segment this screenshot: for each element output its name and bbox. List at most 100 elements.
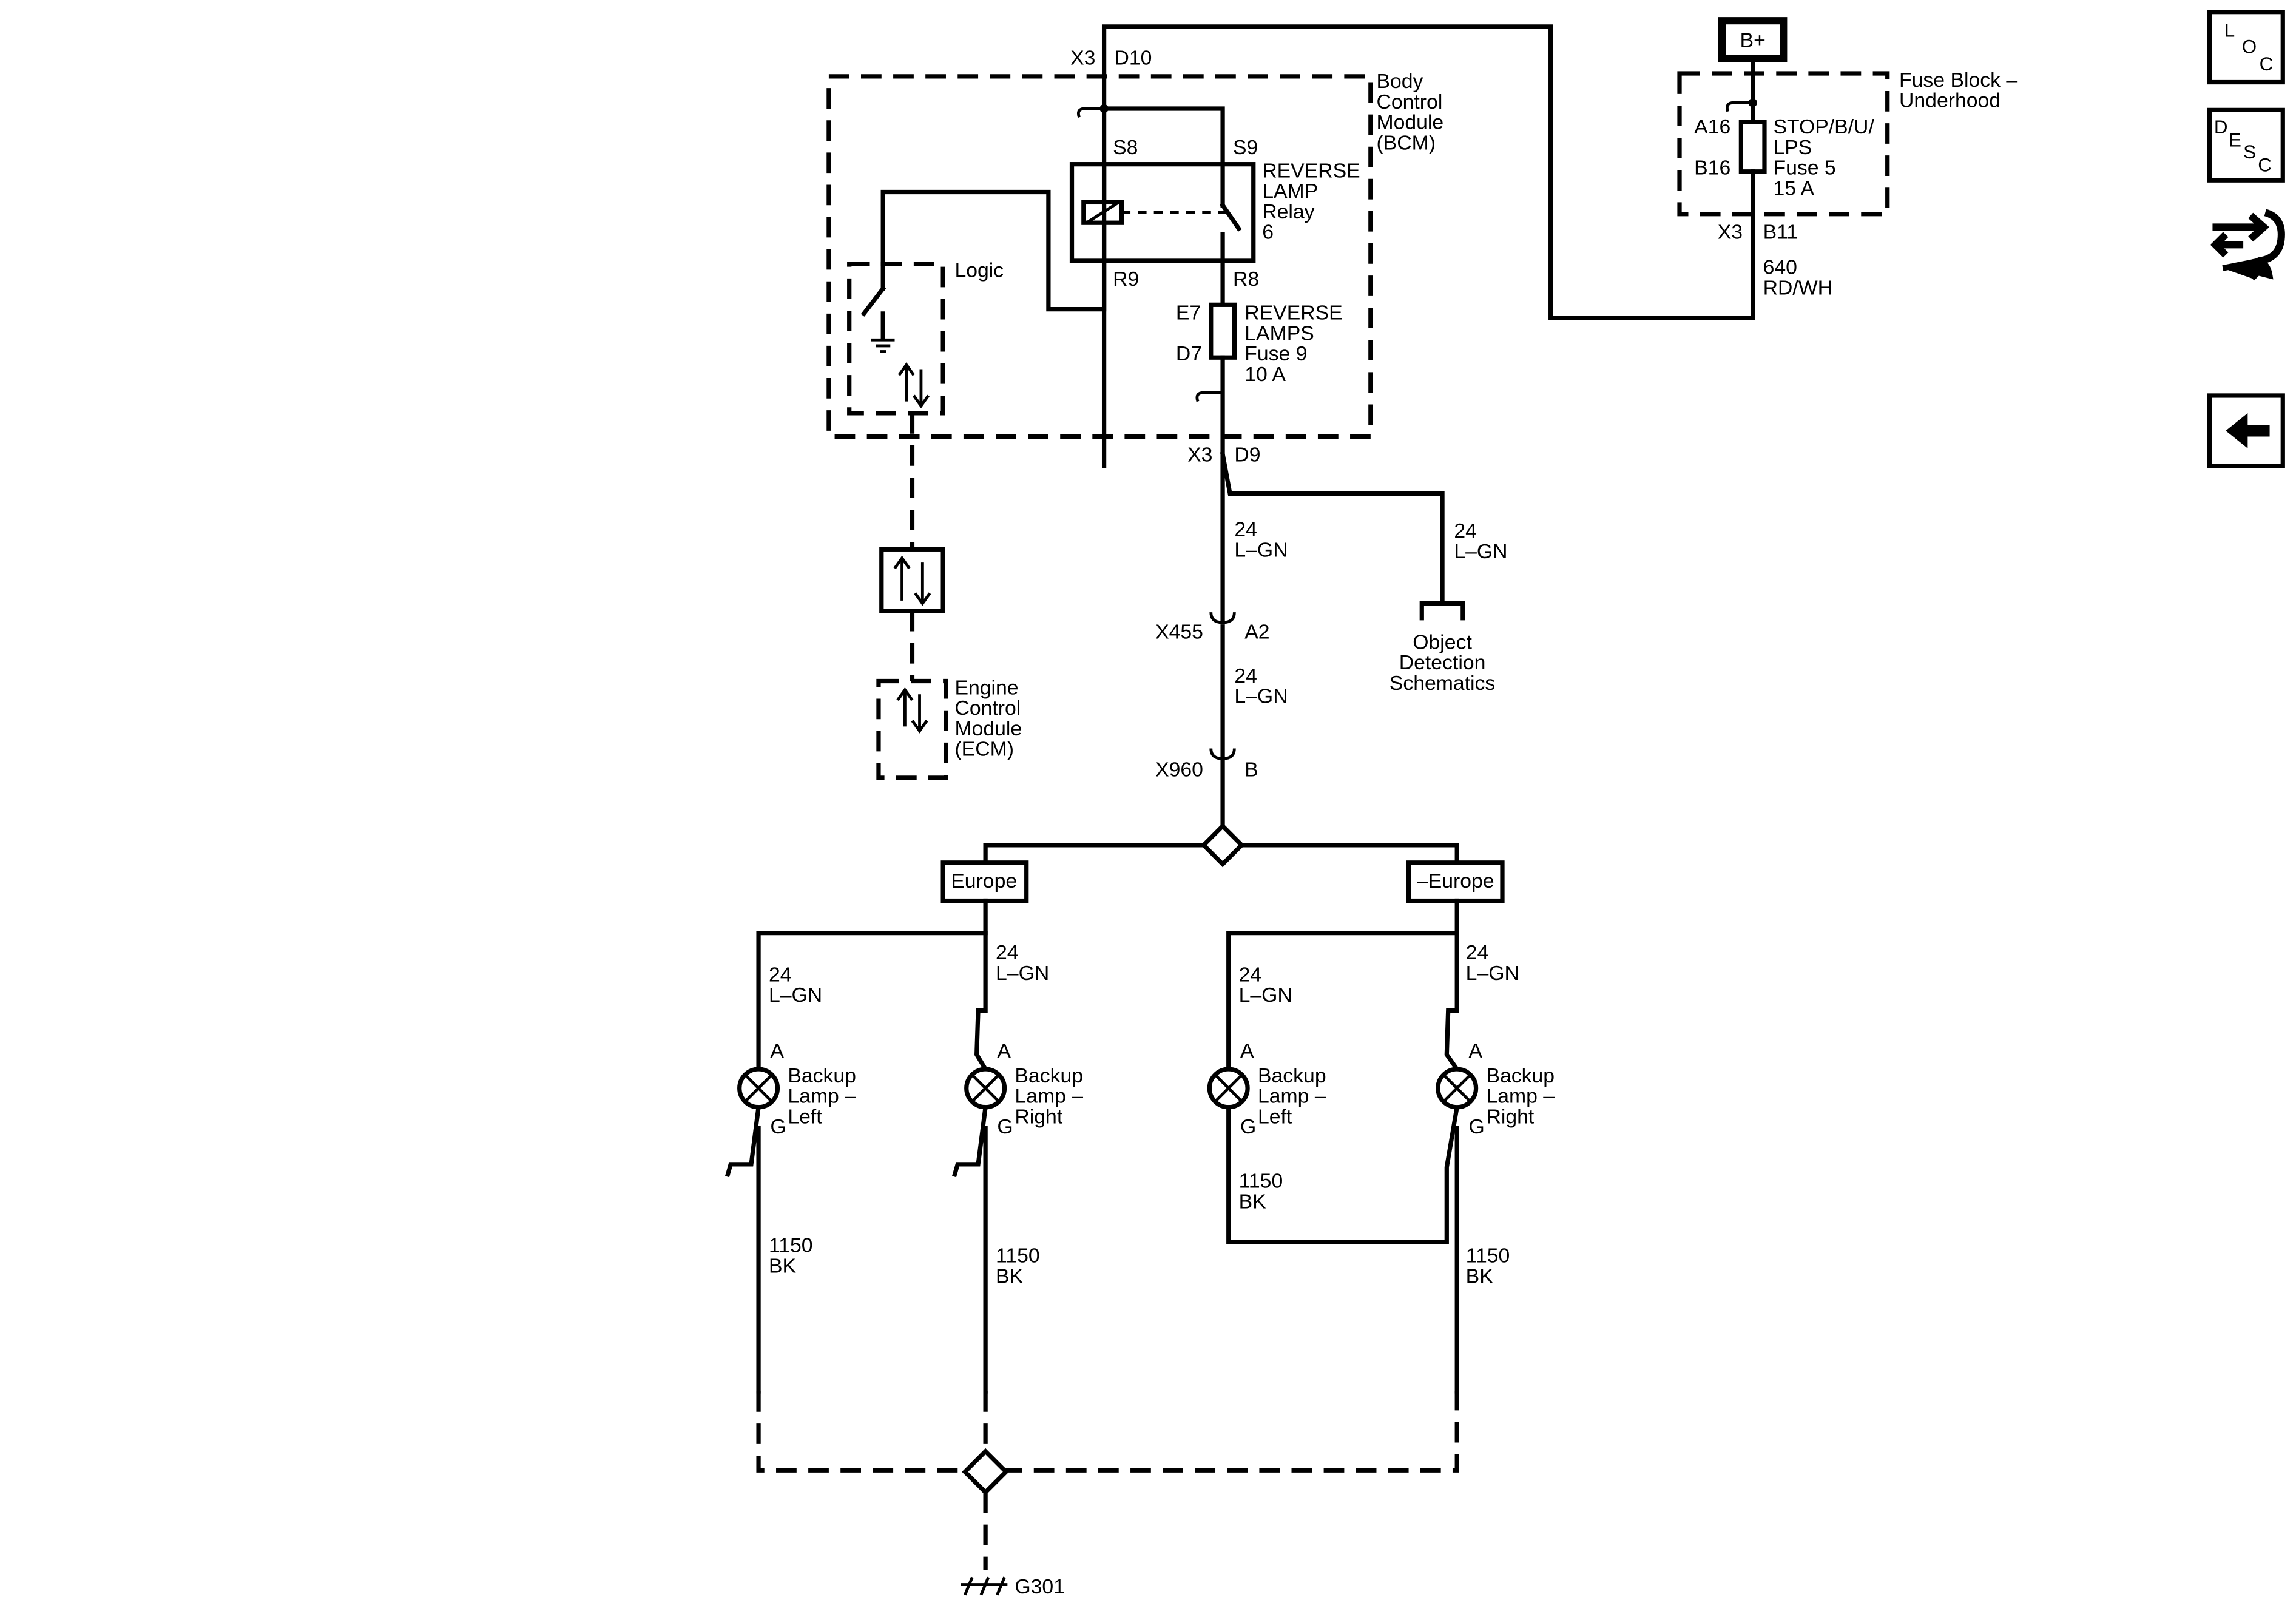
bcm-out-conn: X3 xyxy=(1187,444,1212,467)
bcm-outline xyxy=(826,74,1373,439)
non-europe-right-lamp-label-2: Lamp – xyxy=(1486,1085,1555,1108)
bcm-title-4: (BCM) xyxy=(1376,132,1436,155)
object-detection-wire xyxy=(1220,451,1445,606)
europe-feed-wire xyxy=(974,898,989,1073)
non-europe-left-feed-wire xyxy=(1226,931,1459,1072)
europe-right-bk-color: BK xyxy=(996,1264,1024,1288)
relay-pin-r8: R8 xyxy=(1233,268,1259,291)
europe-right-ground-wire xyxy=(951,1104,988,1394)
non-europe-right-lamp-label-1: Backup xyxy=(1486,1064,1555,1087)
europe-left-ground-wire xyxy=(724,1104,761,1394)
x960-connector-symbol xyxy=(1209,748,1236,760)
relay-label-3: Relay xyxy=(1262,200,1314,223)
desc-letter-d: D xyxy=(2214,116,2228,138)
europe-option-label: Europe xyxy=(951,869,1017,893)
relay-pin-s8: S8 xyxy=(1113,136,1138,159)
object-detection-label-3: Schematics xyxy=(1389,672,1496,695)
reverse-lamp-relay-box xyxy=(1069,162,1256,263)
relay-switch-feed xyxy=(1101,106,1225,208)
option-split-diamond xyxy=(1200,823,1245,868)
non-europe-backup-lamp-left xyxy=(1207,1067,1250,1110)
desc-letter-s: S xyxy=(2243,141,2256,163)
fuse-5-label-3: Fuse 5 xyxy=(1773,157,1835,180)
fuse-block-pin-out: B16 xyxy=(1694,157,1730,180)
fuse-5-symbol xyxy=(1738,120,1767,174)
non-europe-right-pin-a: A xyxy=(1469,1039,1483,1062)
non-europe-left-pin-a: A xyxy=(1240,1039,1254,1062)
ground-g301-symbol xyxy=(961,1576,1008,1596)
fuse-9-label-3: Fuse 9 xyxy=(1244,342,1307,365)
fuse-9-pin-bottom: D7 xyxy=(1176,342,1202,365)
relay-label-4: 6 xyxy=(1262,221,1274,244)
fuse-9-label-4: 10 A xyxy=(1244,363,1286,386)
fuse-block-conn-pin: B11 xyxy=(1763,221,1798,244)
connector-wrench-icon[interactable] xyxy=(2210,209,2285,281)
europe-left-pin-a: A xyxy=(770,1039,784,1062)
fuse-9-label-2: LAMPS xyxy=(1244,322,1314,345)
x455-connector-symbol xyxy=(1209,612,1236,624)
back-button[interactable] xyxy=(2207,393,2285,468)
relay-pin-r9: R9 xyxy=(1113,268,1139,291)
non-europe-option-box: –Europe xyxy=(1406,860,1505,903)
ground-g301-label: G301 xyxy=(1015,1575,1065,1598)
non-europe-feed-wire xyxy=(1444,898,1460,1073)
europe-backup-lamp-right xyxy=(964,1067,1007,1110)
ecm-label-2: Control xyxy=(954,697,1021,720)
bcm-logic-label: Logic xyxy=(954,258,1004,282)
ecm-label-4: (ECM) xyxy=(954,738,1014,761)
europe-left-lamp-label-2: Lamp – xyxy=(788,1085,856,1108)
non-europe-left-lamp-label-2: Lamp – xyxy=(1258,1085,1326,1108)
europe-backup-lamp-left xyxy=(737,1067,780,1110)
ecm-label-1: Engine xyxy=(954,676,1018,699)
relay-coil-wire xyxy=(880,162,1107,312)
non-europe-left-lamp-label-3: Left xyxy=(1258,1105,1292,1128)
non-europe-left-wire-color: L–GN xyxy=(1239,984,1292,1007)
feed-wire-circuit: 640 xyxy=(1763,256,1797,279)
serial-data-arrows-icon xyxy=(893,555,931,606)
fuse-block-conn: X3 xyxy=(1718,221,1743,244)
back-arrow-icon xyxy=(2226,413,2270,448)
relay-label-1: REVERSE xyxy=(1262,159,1360,182)
bcm-input-pin-break xyxy=(1076,107,1104,118)
ecm-data-arrows-icon xyxy=(896,687,928,734)
object-detection-wire-circuit: 24 xyxy=(1454,519,1477,542)
fuse-5-label-1: STOP/B/U/ xyxy=(1773,115,1874,138)
europe-left-bk-color: BK xyxy=(769,1255,797,1278)
non-europe-option-label: –Europe xyxy=(1417,869,1494,893)
location-view-button[interactable]: L O C xyxy=(2207,10,2285,85)
relay-coil-slash xyxy=(1086,201,1120,224)
bcm-top-pin: D10 xyxy=(1114,47,1152,70)
loc-letter-c: C xyxy=(2260,53,2274,75)
bcm-title-3: Module xyxy=(1376,111,1443,134)
ecm-outline xyxy=(876,678,948,780)
object-detection-stub xyxy=(1419,601,1465,621)
description-view-button[interactable]: D E S C xyxy=(2207,107,2285,183)
non-europe-right-lamp-label-3: Right xyxy=(1486,1105,1534,1128)
bcm-top-conn: X3 xyxy=(1070,47,1095,70)
fuse-block-title-1: Fuse Block – xyxy=(1899,69,2017,92)
main-wire-circuit-2: 24 xyxy=(1234,664,1257,687)
desc-letter-e: E xyxy=(2229,130,2241,151)
europe-left-lamp-label-3: Left xyxy=(788,1105,822,1128)
object-detection-label-1: Object xyxy=(1413,630,1472,653)
fuse-block-title-2: Underhood xyxy=(1899,89,2001,112)
feed-wire-color: RD/WH xyxy=(1763,276,1832,299)
bcm-title-1: Body xyxy=(1376,70,1423,93)
europe-right-lamp-label-3: Right xyxy=(1015,1105,1062,1128)
bcm-title-2: Control xyxy=(1376,90,1442,113)
loc-letter-o: O xyxy=(2242,36,2257,57)
europe-right-wire-circuit: 24 xyxy=(996,941,1019,964)
europe-right-bk-circuit: 1150 xyxy=(996,1244,1040,1268)
europe-left-bk-circuit: 1150 xyxy=(769,1234,813,1257)
fuse-9-symbol xyxy=(1209,302,1237,360)
non-europe-left-ground-wire xyxy=(1226,1104,1460,1244)
ecm-label-3: Module xyxy=(954,717,1022,740)
europe-right-lamp-label-1: Backup xyxy=(1015,1064,1083,1087)
europe-left-pin-g: G xyxy=(770,1115,786,1138)
europe-left-lamp-label-1: Backup xyxy=(788,1064,856,1087)
object-detection-wire-color: L–GN xyxy=(1454,540,1507,563)
main-wire-color-2: L–GN xyxy=(1234,685,1288,708)
x960-pin: B xyxy=(1244,758,1258,781)
europe-left-wire-circuit: 24 xyxy=(769,963,792,986)
